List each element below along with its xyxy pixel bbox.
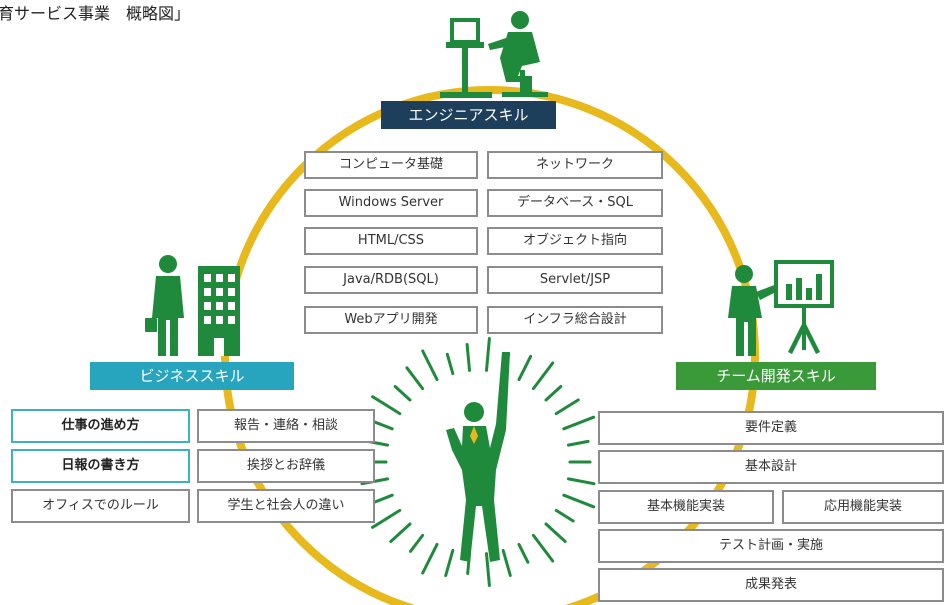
business-skill-item: 学生と社会人の違い [197,489,375,523]
engineer-skill-item: ネットワーク [487,151,663,179]
team-skill-banner: チーム開発スキル [676,362,876,390]
team-skill-item: 応用機能実装 [782,490,944,524]
burst-line [485,552,491,587]
burst-line [485,337,491,372]
burst-line [465,343,471,372]
person-at-desk-icon [440,11,548,98]
burst-line [372,493,394,504]
burst-line [517,542,530,564]
burst-line [562,493,596,509]
burst-line [371,508,402,529]
burst-line [544,522,567,543]
burst-line [566,477,596,486]
engineer-skill-item: コンピュータ基礎 [304,151,478,179]
team-skill-item: 基本機能実装 [598,490,774,524]
burst-line [389,522,412,543]
engineer-skill-item: Servlet/JSP [487,266,663,294]
engineer-skill-item: オブジェクト指向 [487,227,663,255]
business-skill-item: 日報の書き方 [11,449,190,483]
businessman-with-building-icon [145,255,240,356]
burst-line [405,366,425,391]
burst-line [562,415,596,431]
burst-line [544,385,563,402]
engineer-skill-item: データベース・SQL [487,189,663,217]
burst-line [444,549,455,577]
triumphant-person-icon [446,352,510,562]
business-skill-item: オフィスでのルール [11,489,190,523]
engineer-skill-item: HTML/CSS [304,227,478,255]
burst-line [531,533,555,563]
burst-line [566,439,590,447]
team-skill-item: 要件定義 [598,411,944,445]
page-title: 育サービス事業 概略図」 [0,4,191,23]
engineer-skill-item: Java/RDB(SQL) [304,266,478,294]
team-skill-item: 成果発表 [598,568,944,602]
engineer-skill-item: Windows Server [304,189,478,217]
burst-line [531,361,555,391]
burst-line [421,349,439,382]
team-skill-item: テスト計画・実施 [598,529,944,563]
burst-line [393,385,412,402]
burst-line [517,354,533,382]
business-skill-item: 仕事の進め方 [11,409,190,443]
burst-line [445,352,455,375]
burst-line [554,398,580,416]
business-skill-item: 報告・連絡・相談 [197,409,375,443]
engineer-skill-item: インフラ総合設計 [487,306,663,334]
presenter-with-chart-icon [728,260,834,356]
burst-line [501,549,512,577]
engineer-skill-item: Webアプリ開発 [304,306,478,334]
burst-line [421,542,439,575]
burst-lines [352,337,596,587]
burst-line [409,533,425,553]
team-skill-item: 基本設計 [598,450,944,484]
business-skill-item: 挨拶とお辞儀 [197,449,375,483]
business-skill-banner: ビジネススキル [90,362,294,390]
burst-line [371,395,402,416]
engineer-skill-banner: エンジニアスキル [381,101,556,129]
burst-line [554,508,575,523]
